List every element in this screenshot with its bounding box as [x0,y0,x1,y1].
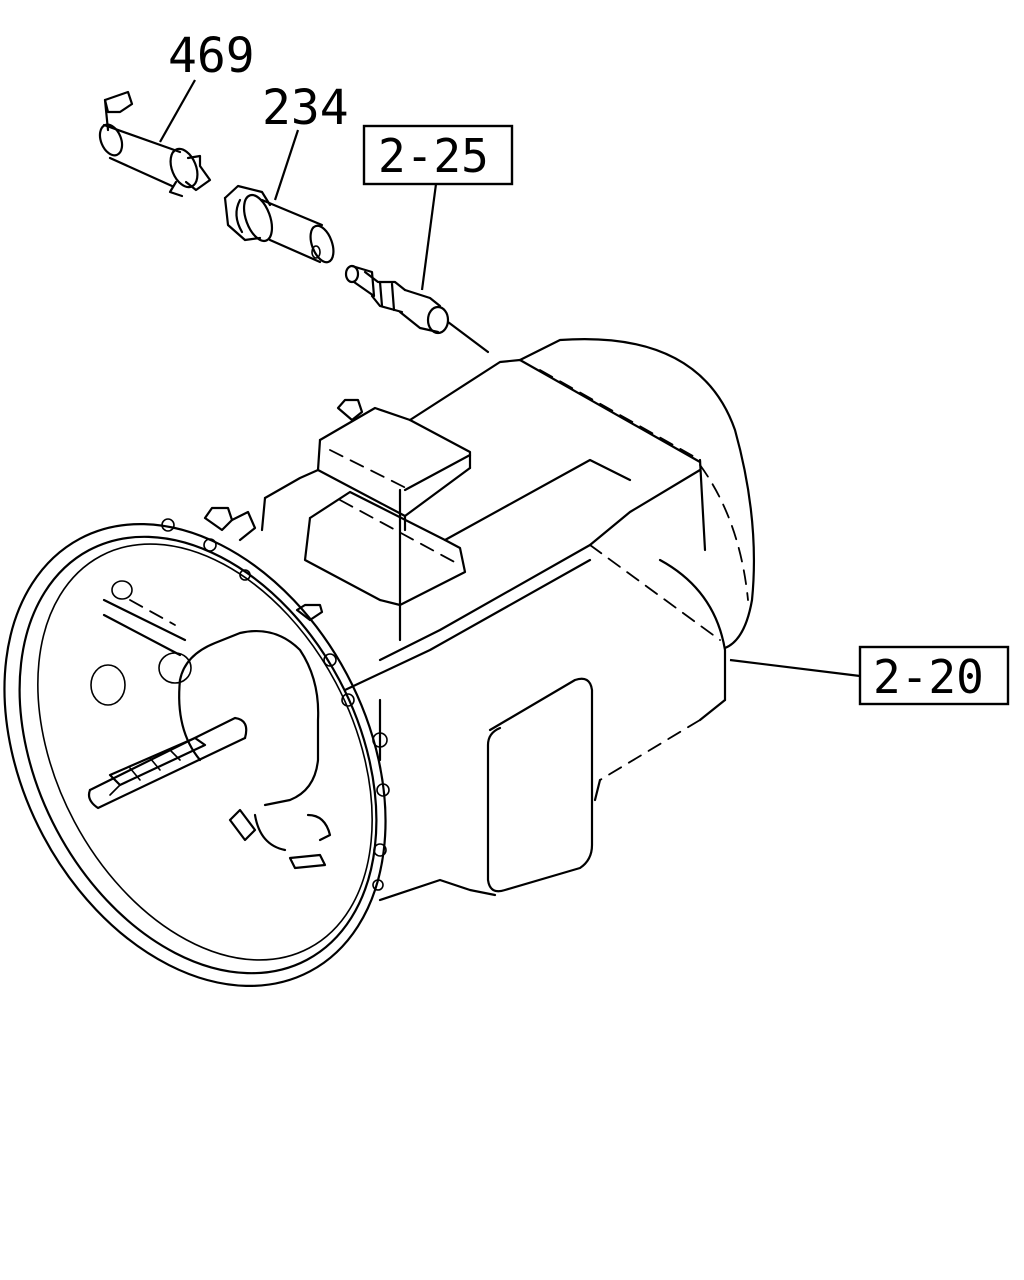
leader-469 [159,79,196,143]
callout-2-20: 2-20 [873,650,984,704]
leader-2-25 [420,183,438,291]
callout-234: 234 [262,80,349,136]
callout-2-25: 2-25 [378,129,489,183]
callout-469: 469 [168,28,255,84]
leader-234 [273,129,300,201]
ref-box-2-25 [362,124,514,186]
part-469-sensor [98,90,212,198]
ref-box-2-20 [858,645,1010,706]
part-2-25-sender [344,264,490,354]
leader-2-20 [729,658,861,678]
transmission-assembly [3,338,756,988]
part-234-switch [223,184,335,264]
